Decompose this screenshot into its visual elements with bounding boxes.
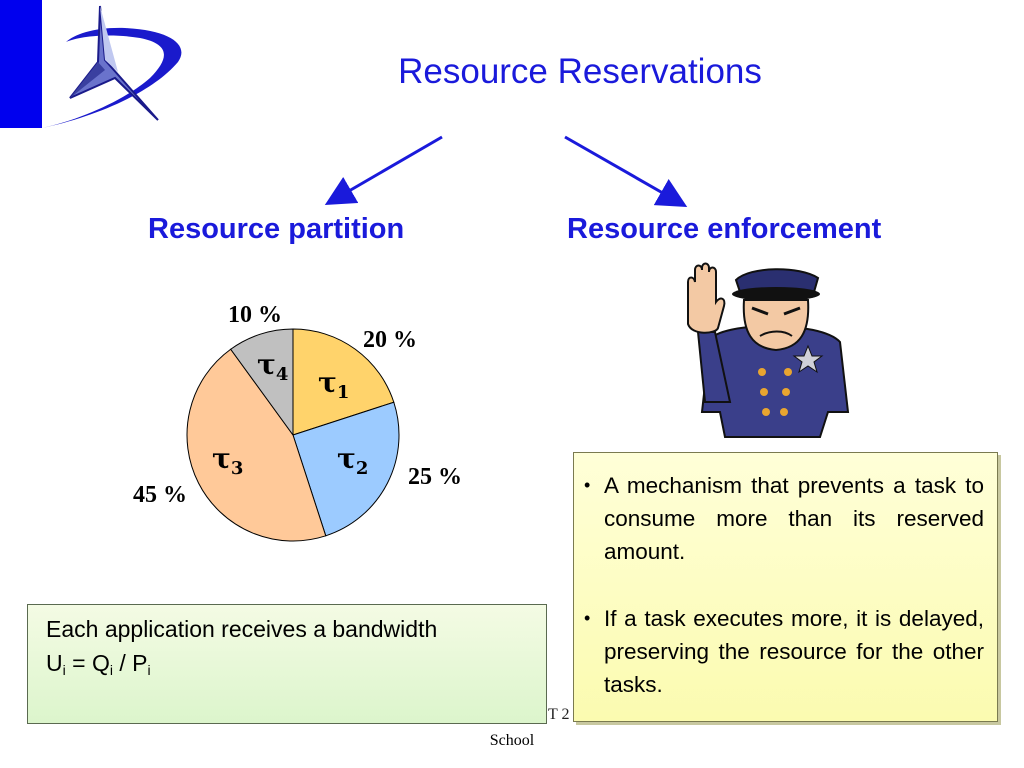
pie-percent-label: 25 % bbox=[408, 464, 462, 490]
star-swirl-logo-icon bbox=[42, 5, 182, 129]
bullet-text: If a task executes more, it is delayed, … bbox=[604, 606, 984, 697]
bandwidth-box: Each application receives a bandwidth Ui… bbox=[27, 604, 547, 724]
arrow-left bbox=[324, 135, 443, 206]
bullet-item: • If a task executes more, it is delayed… bbox=[584, 602, 984, 701]
bullet-icon: • bbox=[584, 475, 591, 495]
police-officer-stop-icon bbox=[687, 262, 850, 438]
bullet-item: • A mechanism that prevents a task to co… bbox=[584, 469, 984, 568]
footer-partial-text: T 2 bbox=[548, 706, 570, 723]
arrow-right bbox=[564, 135, 688, 207]
heading-resource-enforcement: Resource enforcement bbox=[567, 213, 882, 245]
branch-arrows bbox=[324, 135, 688, 207]
bullet-text: A mechanism that prevents a task to cons… bbox=[604, 473, 984, 564]
footer-text: School bbox=[489, 732, 535, 749]
pie-slice-tau3 bbox=[186, 348, 327, 542]
pie-slice-tau4 bbox=[229, 328, 294, 437]
pie-percent-label: 45 % bbox=[133, 482, 187, 508]
pie-task-label: τ4 bbox=[257, 348, 288, 385]
pie-percent-label: 20 % bbox=[363, 327, 417, 353]
logo-bar bbox=[0, 0, 42, 128]
heading-resource-partition: Resource partition bbox=[148, 213, 405, 245]
pie-percent-label: 10 % bbox=[228, 302, 282, 328]
bandwidth-text: Each application receives a bandwidth bbox=[46, 616, 438, 642]
pie-slice-tau1 bbox=[292, 328, 395, 436]
slide-title: Resource Reservations bbox=[398, 52, 762, 91]
bullet-icon: • bbox=[584, 608, 591, 628]
pie-slice-tau2 bbox=[292, 401, 400, 537]
enforcement-description-box: • A mechanism that prevents a task to co… bbox=[573, 452, 998, 722]
pie-task-label: τ3 bbox=[212, 442, 243, 479]
bandwidth-formula: Ui = Qi / Pi bbox=[46, 650, 151, 678]
